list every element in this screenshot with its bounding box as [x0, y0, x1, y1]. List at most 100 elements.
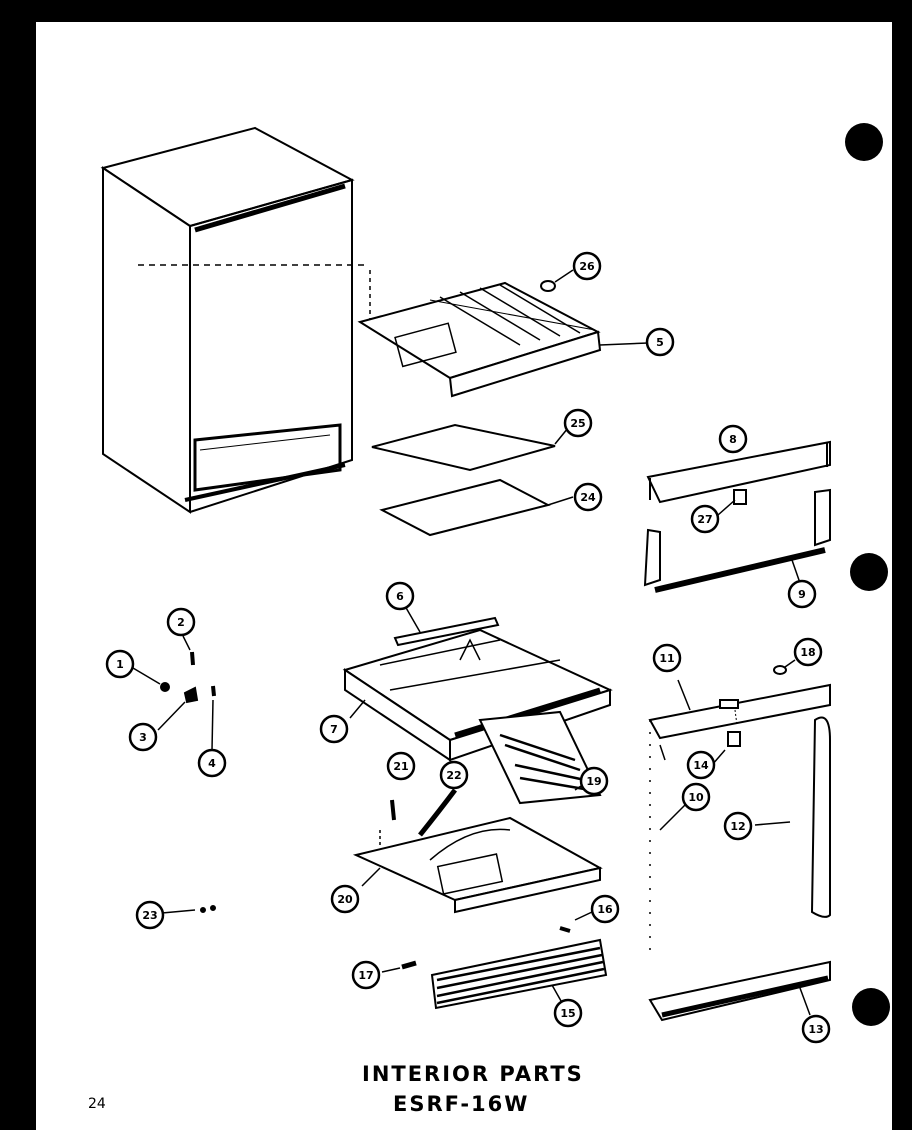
- callout-circle: [351, 960, 381, 990]
- pan-part-20: [352, 788, 603, 914]
- diagram-title: INTERIOR PARTS: [362, 1062, 584, 1086]
- callout-label: 10: [688, 791, 704, 804]
- callout-21: 21: [386, 751, 416, 781]
- callout-12: 12: [723, 811, 753, 841]
- callout-circle: [787, 579, 817, 609]
- callout-circle: [319, 714, 349, 744]
- page-number: 24: [88, 1096, 106, 1112]
- panel-part-24: [379, 478, 574, 537]
- callout-circle: [801, 1014, 831, 1044]
- callout-circle: [197, 748, 227, 778]
- callout-group: 1234567891011121314151617181920212223242…: [105, 251, 831, 1044]
- callout-15: 15: [553, 998, 583, 1028]
- callout-5: 5: [645, 327, 675, 357]
- rail-part-6: [393, 605, 500, 647]
- callout-23: 23: [135, 900, 165, 930]
- callout-circle: [128, 722, 158, 752]
- callout-label: 22: [446, 769, 461, 782]
- callout-circle: [652, 643, 682, 673]
- callout-label: 24: [580, 491, 596, 504]
- scan-border-left: [0, 0, 36, 1130]
- upper-shelf-part-5: [357, 269, 649, 398]
- callout-label: 1: [116, 658, 124, 671]
- front-grille-part-15: [381, 911, 608, 1010]
- model-number: ESRF-16W: [393, 1092, 530, 1116]
- callout-circle: [690, 504, 720, 534]
- callout-10: 10: [681, 782, 711, 812]
- callout-circle: [105, 649, 135, 679]
- callout-14: 14: [686, 750, 716, 780]
- callout-2: 2: [166, 607, 196, 637]
- callout-label: 21: [393, 760, 408, 773]
- callout-circle: [330, 884, 360, 914]
- callout-25: 25: [563, 408, 593, 438]
- frame-part-8: [646, 427, 831, 516]
- callout-label: 23: [142, 909, 157, 922]
- callout-label: 19: [586, 775, 601, 788]
- callout-label: 14: [693, 759, 709, 772]
- callout-circle: [553, 998, 583, 1028]
- callout-20: 20: [330, 884, 360, 914]
- callout-4: 4: [197, 748, 227, 778]
- callout-7: 7: [319, 714, 349, 744]
- callout-circle: [135, 900, 165, 930]
- callout-circle: [439, 760, 469, 790]
- callout-label: 2: [177, 616, 185, 629]
- callout-label: 3: [139, 731, 147, 744]
- callout-label: 20: [337, 893, 353, 906]
- cabinet-shell: [100, 126, 371, 514]
- callout-label: 7: [330, 723, 338, 736]
- callout-9: 9: [787, 579, 817, 609]
- callout-circle: [645, 327, 675, 357]
- callout-label: 13: [808, 1023, 823, 1036]
- callout-circle: [563, 408, 593, 438]
- callout-label: 12: [730, 820, 745, 833]
- scan-border-top: [0, 0, 912, 22]
- callout-circle: [166, 607, 196, 637]
- callout-17: 17: [351, 960, 381, 990]
- callout-label: 11: [659, 652, 674, 665]
- callout-circle: [793, 637, 823, 667]
- callout-27: 27: [690, 504, 720, 534]
- callout-label: 18: [800, 646, 815, 659]
- callout-24: 24: [573, 482, 603, 512]
- callout-label: 25: [570, 417, 585, 430]
- callout-label: 5: [656, 336, 664, 349]
- frame-part-9: [643, 488, 831, 593]
- callout-label: 15: [560, 1007, 575, 1020]
- callout-1: 1: [105, 649, 135, 679]
- panel-part-25: [371, 423, 569, 472]
- callout-circle: [718, 424, 748, 454]
- callout-3: 3: [128, 722, 158, 752]
- callout-circle: [573, 482, 603, 512]
- callout-label: 26: [579, 260, 595, 273]
- callout-circle: [590, 894, 620, 924]
- callout-label: 6: [396, 590, 404, 603]
- callout-16: 16: [590, 894, 620, 924]
- callout-circle: [572, 251, 602, 281]
- callout-circle: [386, 751, 416, 781]
- callout-circle: [681, 782, 711, 812]
- callout-circle: [686, 750, 716, 780]
- callout-circle: [579, 766, 609, 796]
- callout-26: 26: [572, 251, 602, 281]
- scan-border-right: [892, 0, 912, 1130]
- callout-22: 22: [439, 760, 469, 790]
- callout-label: 27: [697, 513, 712, 526]
- cover-part-19: [478, 710, 602, 805]
- callout-circle: [385, 581, 415, 611]
- callout-13: 13: [801, 1014, 831, 1044]
- callout-label: 16: [597, 903, 613, 916]
- callout-label: 8: [729, 433, 737, 446]
- callout-19: 19: [579, 766, 609, 796]
- binder-hole-top: [845, 123, 883, 161]
- binder-hole-middle: [850, 553, 888, 591]
- callout-label: 4: [208, 757, 216, 770]
- callout-6: 6: [385, 581, 415, 611]
- callout-8: 8: [718, 424, 748, 454]
- callout-18: 18: [793, 637, 823, 667]
- callout-label: 17: [358, 969, 373, 982]
- callout-11: 11: [652, 643, 682, 673]
